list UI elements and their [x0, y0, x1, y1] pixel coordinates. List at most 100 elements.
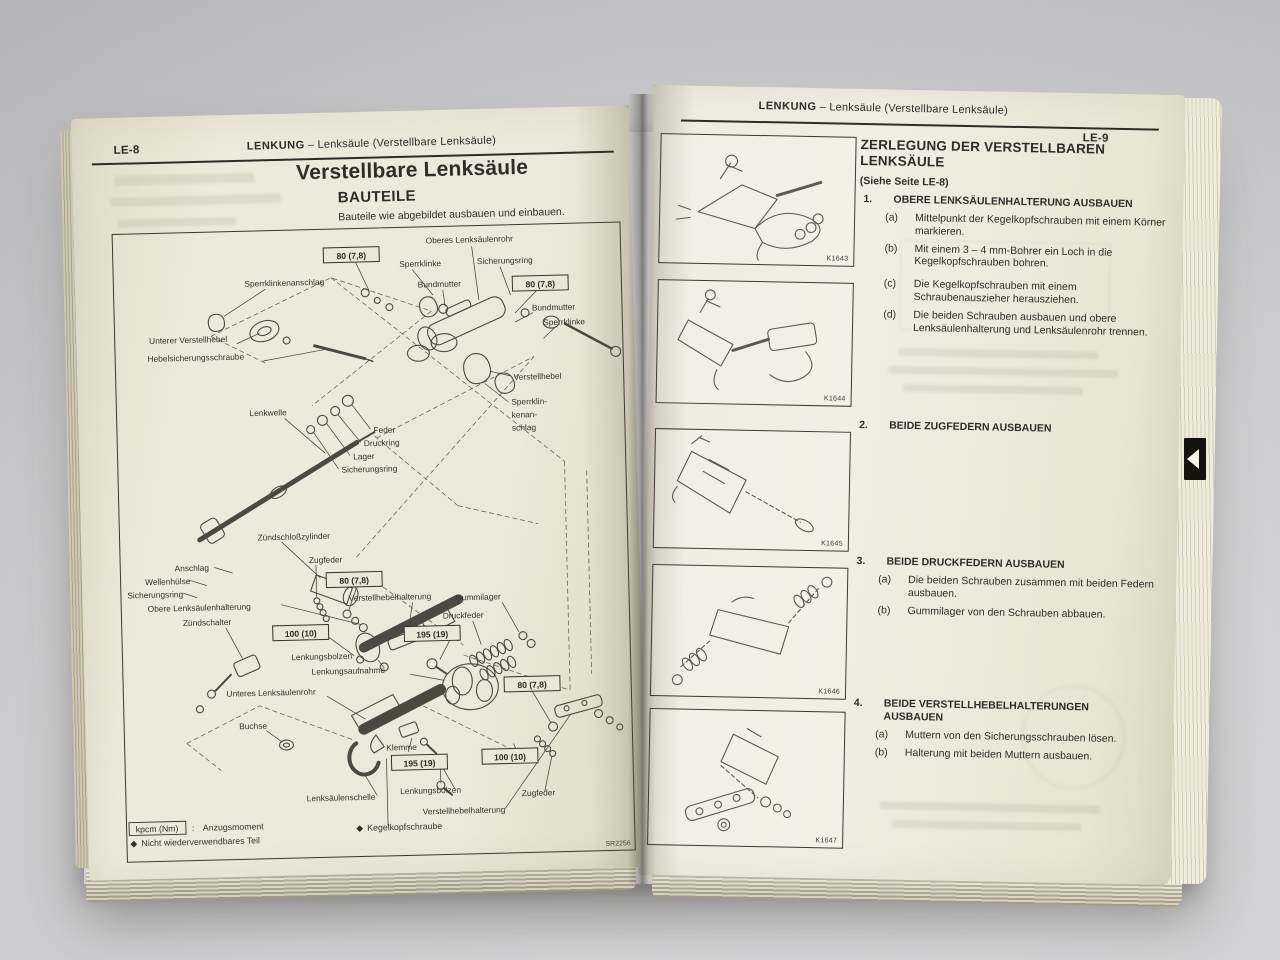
substep-text: Die beiden Schrauben zusammen mit beiden… [907, 573, 1154, 600]
step-substep: (a)Muttern von den Sicherungsschrauben l… [849, 728, 1173, 747]
substep-text: Gummilager von den Schrauben abbauen. [907, 604, 1106, 621]
left-page: LE-8 LENKUNG – Lenksäule (Verstellbare L… [70, 105, 648, 881]
step-title: OBERE LENKSÄULENHALTERUNG AUSBAUEN [893, 193, 1133, 211]
substep-text: Die Kegelkopfschrauben mit einem Schraub… [913, 278, 1079, 307]
step-heading: 2.BEIDE ZUGFEDERN AUSBAUEN [855, 419, 1179, 438]
step-substep: (c) Die Kegelkopfschrauben mit einem Schr… [857, 277, 1181, 309]
substep-label: (b) [874, 746, 888, 759]
dashed-guide-lines [186, 277, 593, 771]
diagram-part-label: Sicherungsring [477, 255, 533, 266]
diamond-icon: ◆ [130, 838, 137, 848]
step-substep: (a) Die beiden Schrauben zusammen mit bei… [852, 573, 1176, 605]
diagram-part-label: Druckfeder [443, 610, 484, 621]
step-substep: (b)Halterung mit beiden Muttern ausbauen… [849, 746, 1173, 765]
torque-value: 80 (7,8) [525, 279, 555, 290]
diagram-part-label: Lenkungsaufnahme [311, 665, 385, 677]
diagram-part-label: Unterer Verstellhebel [149, 334, 227, 346]
figure-caption: K1646 [818, 688, 841, 696]
figure-k1643: K1643 [658, 133, 857, 267]
left-page-number: LE-8 [113, 144, 140, 157]
procedure-step-2: 2.BEIDE ZUGFEDERN AUSBAUEN [855, 419, 1179, 443]
torque-meaning-label: Anzugsmoment [203, 821, 265, 832]
diagram-part-label: Sperrklinke [399, 258, 441, 269]
figure-k1646: K1646 [649, 564, 849, 700]
diagram-part-label: Hebelsicherungsschraube [147, 351, 244, 363]
substep-text: Mit einem 3 – 4 mm-Bohrer ein Loch in di… [914, 242, 1113, 270]
diagram-part-label: Anschlag [174, 563, 209, 574]
step-title: BEIDE VERSTELLHEBELHALTERUNGEN AUSBAUEN [883, 697, 1090, 724]
figure-k1644-art [677, 289, 818, 391]
show-through-text [114, 172, 255, 186]
diagram-part-label: Bundmutter [532, 302, 576, 313]
substep-label: (b) [877, 603, 891, 617]
torque-value: 80 (7,8) [339, 575, 369, 586]
diagram-part-label: Sperrklinke [543, 316, 585, 327]
legend-colon: : [192, 823, 195, 833]
exploded-view-svg: Oberes LenksäulenrohrSperrklinkeSicherun… [127, 233, 631, 849]
show-through-text [110, 193, 281, 207]
diagram-part-label: kenan- [511, 409, 537, 420]
torque-box [403, 624, 461, 643]
diagram-part-label: Lager [353, 451, 375, 462]
step-substep: (d)Die beiden Schrauben ausbauen und obe… [857, 308, 1181, 340]
diagram-part-label: Wellenhülse [145, 576, 191, 587]
diamond-icon: ◆ [356, 823, 363, 833]
thumb-index-arrow-icon [1187, 449, 1199, 469]
diagram-part-label: Unteres Lenksäulenrohr [226, 687, 316, 699]
diagram-part-label: Klemme [386, 742, 417, 753]
torque-box [272, 623, 330, 642]
figure-k1647-art [684, 728, 792, 832]
figure-caption: K1645 [821, 540, 843, 548]
diagram-part-label: Sperrklin- [511, 396, 547, 407]
figure-caption: K1643 [826, 255, 849, 263]
compression-springs-art [469, 638, 517, 681]
diagram-part-label: Zündschloßzylinder [257, 531, 330, 543]
intro-text: Bauteile wie abgebildet ausbauen und ein… [338, 205, 565, 224]
torque-box [390, 753, 449, 771]
diagram-part-label: Sicherungsring [341, 463, 397, 474]
figure-k1645-art [671, 435, 814, 533]
procedure-step-4: 4.BEIDE VERSTELLHEBELHALTERUNGEN AUSBAUE… [849, 697, 1174, 770]
step-number: 3. [856, 554, 866, 568]
step-title: BEIDE ZUGFEDERN AUSBAUEN [889, 419, 1052, 435]
torque-unit-key: kpcm (Nm) [136, 823, 179, 834]
diagram-part-label: Buchse [239, 721, 267, 732]
substep-label: (d) [883, 308, 897, 321]
procedure-step-1: 1.OBERE LENKSÄULENHALTERUNG AUSBAUEN(a) M… [857, 193, 1184, 345]
figure-caption: K1644 [823, 395, 846, 403]
torque-value: 195 (19) [416, 629, 448, 640]
substep-label: (c) [883, 277, 897, 290]
torque-value: 195 (19) [403, 758, 435, 769]
diagram-part-label: Zugfeder [309, 554, 343, 565]
procedure-step-3: 3.BEIDE DRUCKFEDERN AUSBAUEN(a)Die beide… [851, 555, 1176, 628]
figure-caption: K1647 [815, 837, 838, 845]
figure-k1646-art [671, 576, 833, 686]
book-gutter-shadow [628, 94, 656, 884]
diagram-part-label: Sperrklinkenanschlag [244, 277, 324, 289]
diagram-part-label: Bundmutter [418, 278, 462, 289]
step-substep: (b) Gummilager von den Schrauben abbauen. [851, 603, 1175, 622]
substep-text: Muttern von den Sicherungsschrauben löse… [905, 728, 1117, 745]
torque-box [325, 570, 383, 589]
step-heading: 1.OBERE LENKSÄULENHALTERUNG AUSBAUEN [859, 193, 1183, 212]
figure-k1647: K1647 [647, 708, 846, 849]
torque-value: 80 (7,8) [517, 679, 547, 690]
header-section: LENKUNG [758, 99, 817, 114]
header-section: LENKUNG [246, 139, 305, 153]
left-running-header: LENKUNG – Lenksäule (Verstellbare Lenksä… [181, 133, 561, 154]
diagram-part-label: Obere Lenksäulenhalterung [148, 601, 252, 614]
figure-k1643-art [675, 154, 824, 261]
substep-label: (a) [885, 211, 899, 224]
diagram-part-label: Lenkungsbolzen [291, 651, 352, 662]
torque-box [481, 747, 539, 765]
torque-box [322, 246, 380, 264]
right-page: LENKUNG – Lenksäule (Verstellbare Lenksä… [638, 84, 1186, 886]
torque-value-boxes: 80 (7,8)80 (7,8)80 (7,8)80 (7,8)100 (10)… [272, 246, 569, 771]
diagram-part-label: schlag [512, 422, 537, 433]
diagram-legend: kpcm (Nm) : Anzugsmoment ◆ Nicht wiederv… [128, 820, 631, 849]
diagram-part-label: Sicherungsring [127, 589, 183, 600]
torque-value: 100 (10) [494, 752, 526, 763]
substep-label: (a) [878, 573, 892, 586]
